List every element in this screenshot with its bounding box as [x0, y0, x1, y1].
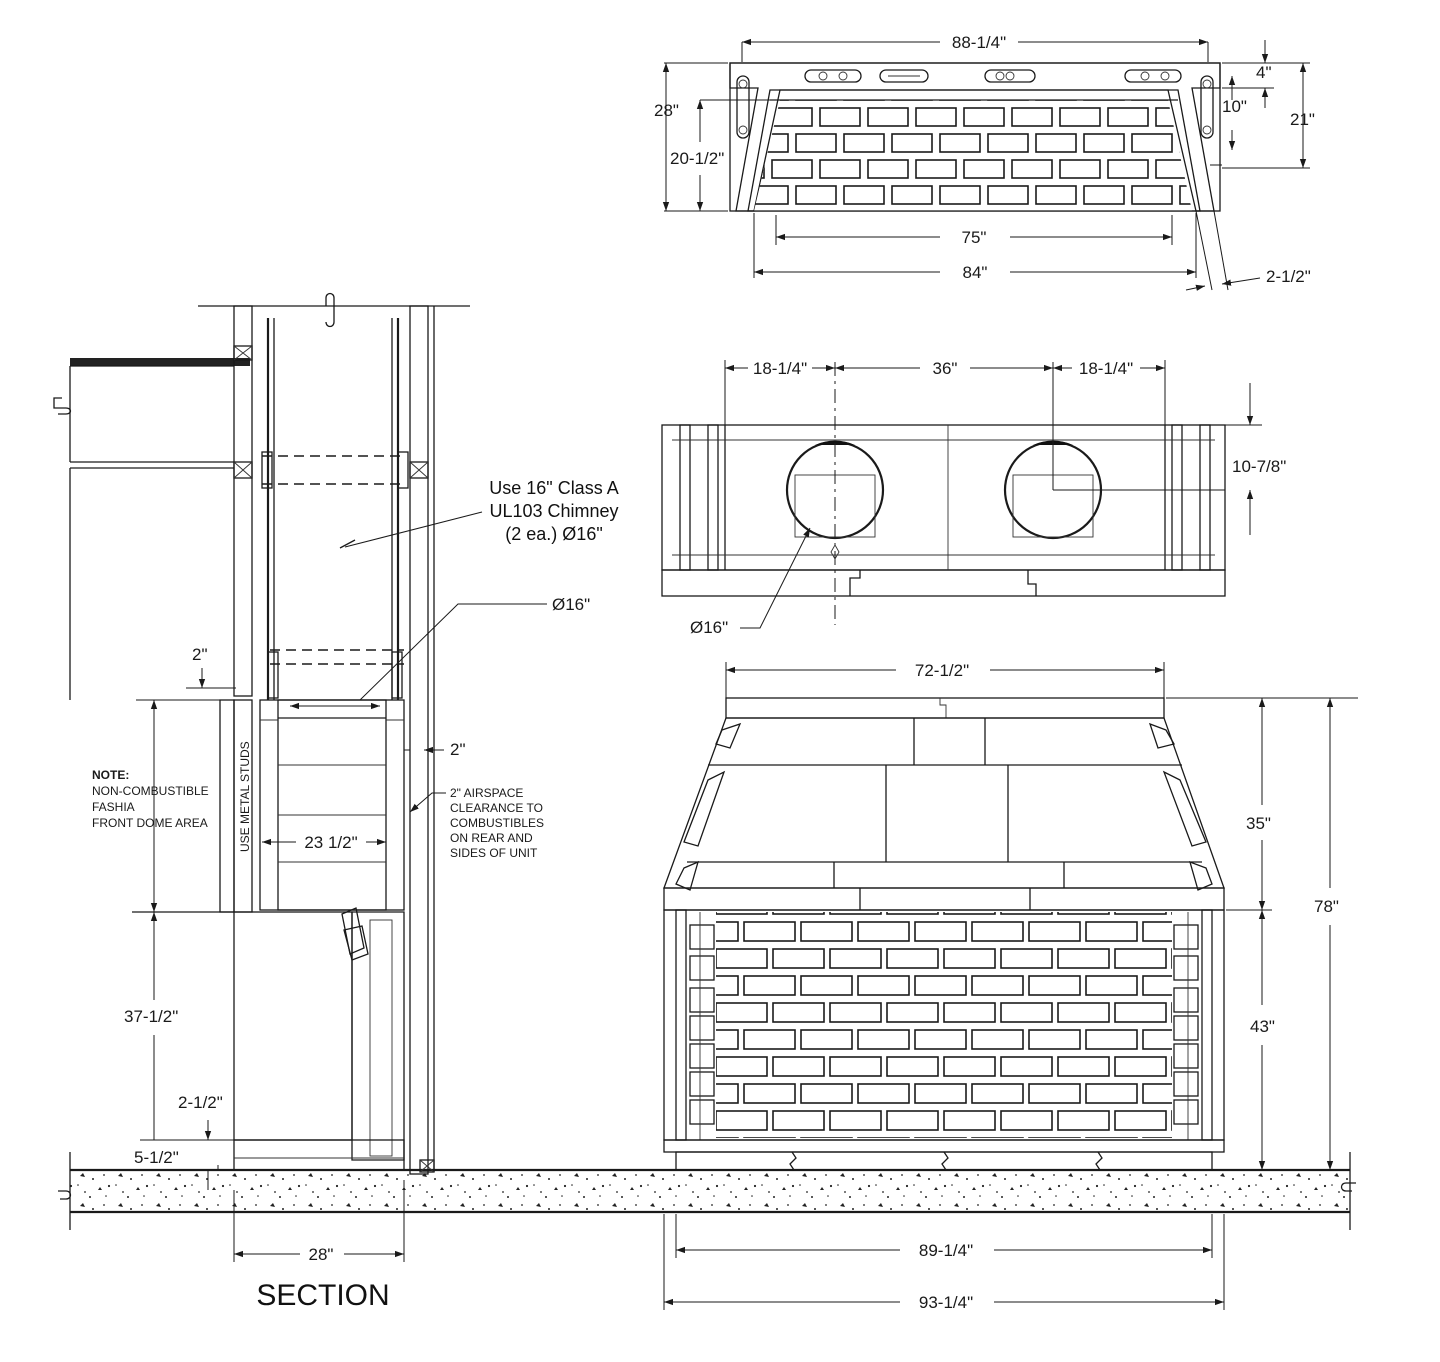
dim-top-75: 75": [962, 228, 987, 247]
dim-front-43: 43": [1250, 1017, 1275, 1036]
dim-front-78: 78": [1314, 897, 1339, 916]
dim-front-93-25: 93-1/4": [919, 1293, 973, 1312]
section-view: [53, 292, 547, 1262]
dim-sec-diameter: Ø16": [552, 595, 590, 614]
dim-sec-2-5: 2-1/2": [178, 1093, 223, 1112]
dim-mid-diameter: Ø16": [690, 618, 728, 637]
dim-mid-center: 36": [933, 359, 958, 378]
dim-top-10: 10": [1222, 97, 1247, 116]
dim-sec-37-5: 37-1/2": [124, 1007, 178, 1026]
dim-mid-height: 10-7/8": [1232, 457, 1286, 476]
dim-front-89-25: 89-1/4": [919, 1241, 973, 1260]
dim-mid-right: 18-1/4": [1079, 359, 1133, 378]
airspace-line-1: 2" AIRSPACE: [450, 786, 523, 800]
note-line-2: FASHIA: [92, 800, 135, 814]
dim-mid-left: 18-1/4": [753, 359, 807, 378]
dim-top-overall: 88-1/4": [952, 33, 1006, 52]
chimney-plan-view: [661, 360, 1262, 629]
dim-sec-23-5: 23 1/2": [304, 833, 357, 852]
note-heading: NOTE:: [92, 768, 129, 782]
airspace-line-3: COMBUSTIBLES: [450, 816, 544, 830]
dim-top-4: 4": [1256, 63, 1272, 82]
airspace-line-4: ON REAR AND: [450, 831, 533, 845]
chimney-note-line-3: (2 ea.) Ø16": [505, 524, 602, 544]
metal-studs-label: USE METAL STUDS: [238, 741, 252, 852]
dim-top-84: 84": [963, 263, 988, 282]
dim-top-2-5: 2-1/2": [1266, 267, 1311, 286]
front-elevation: [663, 662, 1358, 1310]
airspace-line-5: SIDES OF UNIT: [450, 846, 538, 860]
dim-top-21: 21": [1290, 110, 1315, 129]
airspace-line-2: CLEARANCE TO: [450, 801, 543, 815]
dim-top-20-5: 20-1/2": [670, 149, 724, 168]
chimney-note-line-2: UL103 Chimney: [489, 501, 618, 521]
note-line-3: FRONT DOME AREA: [92, 816, 208, 830]
section-title: SECTION: [256, 1279, 389, 1312]
dim-sec-28: 28": [309, 1245, 334, 1264]
dim-sec-2-top: 2": [192, 645, 208, 664]
dim-top-28: 28": [654, 101, 679, 120]
dim-front-35: 35": [1246, 814, 1271, 833]
dim-front-72-5: 72-1/2": [915, 661, 969, 680]
dim-sec-5-5: 5-1/2": [134, 1148, 179, 1167]
note-line-1: NON-COMBUSTIBLE: [92, 784, 209, 798]
chimney-note-line-1: Use 16" Class A: [489, 478, 618, 498]
floor-slab: [58, 1152, 1356, 1230]
top-plan-view: [662, 38, 1310, 291]
dim-sec-2-right: 2": [450, 740, 466, 759]
